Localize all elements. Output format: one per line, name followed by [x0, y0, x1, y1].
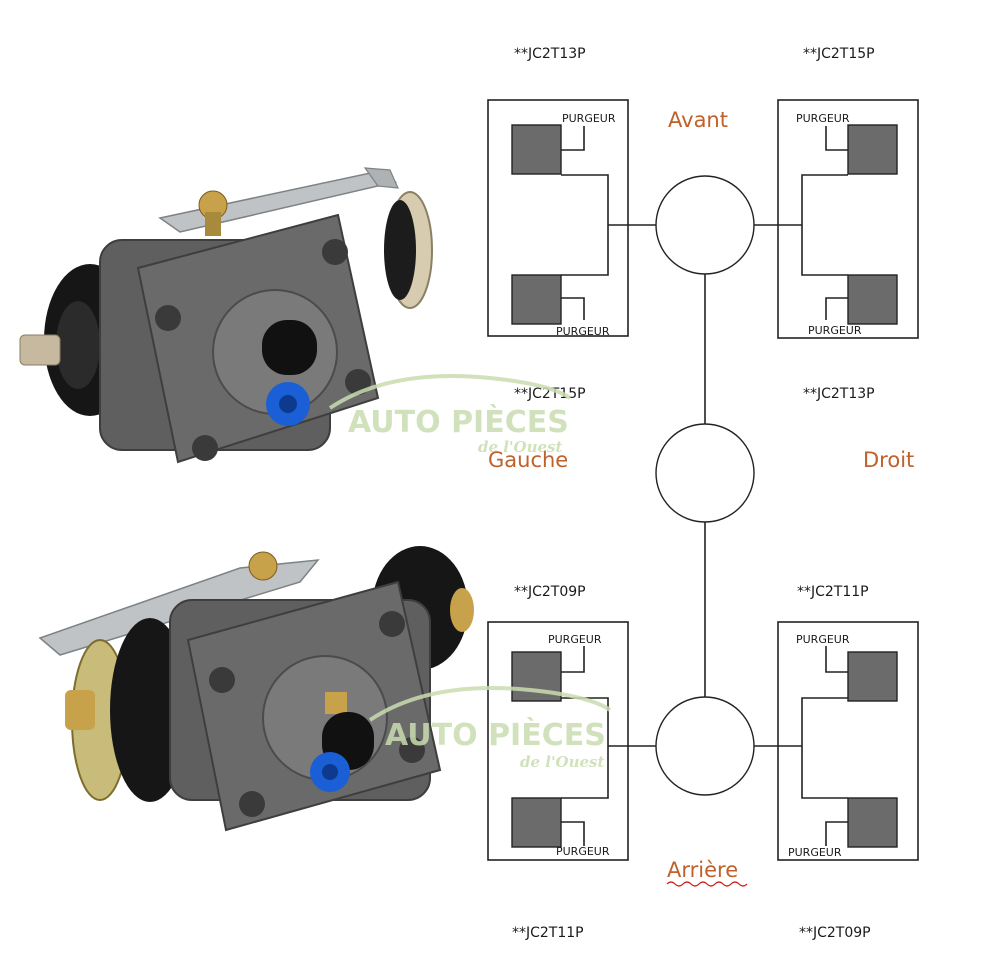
center-hub [655, 423, 755, 523]
code-rear-right: **JC2T11P [797, 584, 869, 600]
watermark-bottom: AUTO PIÈCES de l'Ouest [368, 686, 612, 771]
watermark-brand-bottom: AUTO PIÈCES [385, 717, 606, 753]
bleeder-label-front-left-bottom: PURGEUR [556, 325, 610, 338]
rear-left-wheel-box [487, 621, 658, 861]
bleeder-label-front-right-top: PURGEUR [796, 112, 850, 125]
wheel-cylinder-photo-top [19, 167, 433, 464]
bleeder-label-rear-right-top: PURGEUR [796, 633, 850, 646]
heading-left: Gauche [488, 448, 568, 472]
front-right-upper-shoe [847, 124, 898, 175]
front-right-wheel-box [752, 99, 919, 339]
front-right-lower-shoe [847, 274, 898, 325]
front-left-lower-shoe [511, 274, 562, 325]
heading-rear: Arrière [667, 858, 738, 882]
watermark-sub-top: de l'Ouest [478, 438, 563, 456]
rear-left-lower-shoe [511, 797, 562, 848]
bleeder-label-front-left-top: PURGEUR [562, 112, 616, 125]
rear-right-wheel-box [752, 621, 919, 861]
rear-right-lower-shoe [847, 797, 898, 848]
code-front-right: **JC2T15P [803, 46, 875, 62]
watermark-sub-bottom: de l'Ouest [520, 753, 605, 771]
watermark-brand-top: AUTO PIÈCES [348, 404, 569, 440]
code-bottom-right: **JC2T09P [799, 925, 871, 941]
bleeder-label-rear-right-bottom: PURGEUR [788, 846, 842, 859]
front-axle-hub [655, 175, 755, 275]
code-bottom-left: **JC2T11P [512, 925, 584, 941]
code-middle-right: **JC2T13P [803, 386, 875, 402]
front-left-wheel-box [487, 99, 658, 337]
code-rear-left: **JC2T09P [514, 584, 586, 600]
rear-right-upper-shoe [847, 651, 898, 702]
rear-axle-hub [655, 696, 755, 796]
heading-right: Droit [863, 448, 914, 472]
code-front-left: **JC2T13P [514, 46, 586, 62]
bleeder-label-rear-left-top: PURGEUR [548, 633, 602, 646]
heading-front: Avant [668, 108, 728, 132]
front-left-upper-shoe [511, 124, 562, 175]
spellcheck-underline [666, 881, 748, 887]
bleeder-label-rear-left-bottom: PURGEUR [556, 845, 610, 858]
watermark-top: AUTO PIÈCES de l'Ouest [328, 374, 572, 456]
wheel-cylinder-photo-bottom [38, 546, 474, 832]
bleeder-label-front-right-bottom: PURGEUR [808, 324, 862, 337]
